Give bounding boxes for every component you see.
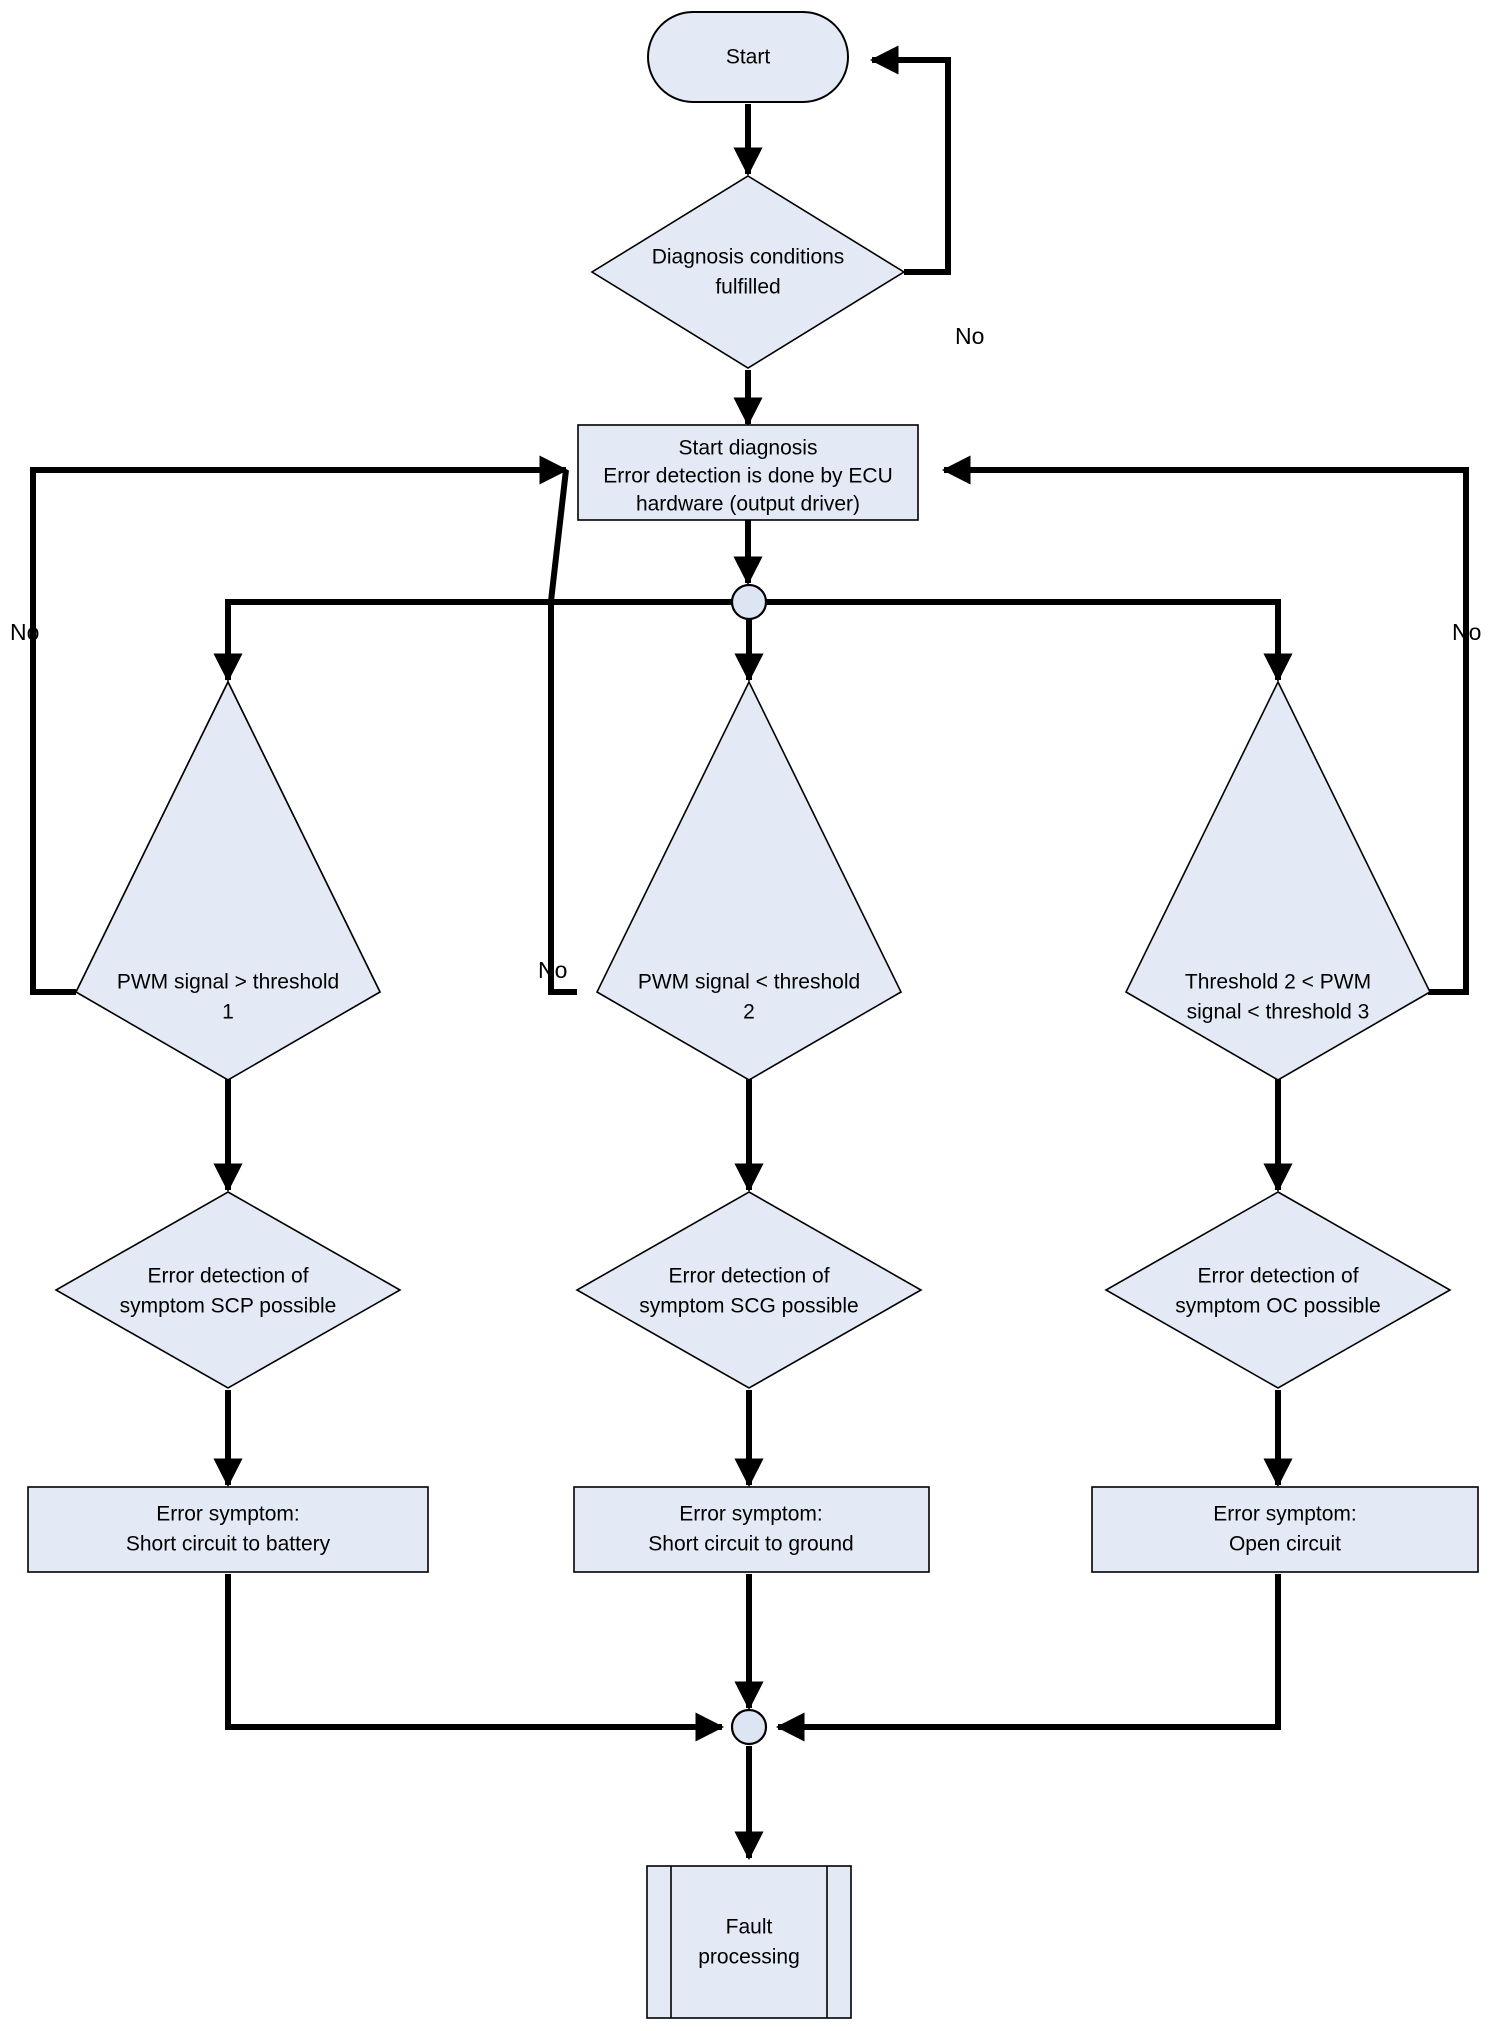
node-symptom-oc-line2: Open circuit [1229, 1533, 1341, 1556]
node-fault-processing[interactable]: Fault processing [646, 1865, 852, 2019]
node-decision-scp-line2: 1 [222, 1001, 234, 1024]
node-detect-scp[interactable]: Error detection of symptom SCP possible [54, 1191, 402, 1389]
edge-label-no-middle: No [538, 957, 567, 983]
edge-symptom-oc-to-bottom-junction [775, 1574, 1281, 1742]
node-start-diagnosis-line3: hardware (output driver) [636, 493, 860, 516]
node-detect-scg-line1: Error detection of [668, 1265, 829, 1288]
edge-junction-to-decision-oc [749, 599, 1293, 683]
node-start[interactable]: Start [647, 11, 849, 103]
node-detect-scg[interactable]: Error detection of symptom SCG possible [575, 1191, 923, 1389]
node-symptom-oc-line1: Error symptom: [1213, 1503, 1357, 1526]
edge-decision-scp-no-loop [30, 455, 569, 995]
node-decision-scp-line1: PWM signal > threshold [117, 971, 339, 994]
node-detect-oc[interactable]: Error detection of symptom OC possible [1104, 1191, 1452, 1389]
node-junction-bottom [730, 1708, 768, 1746]
node-symptom-scg-line2: Short circuit to ground [648, 1533, 853, 1556]
node-fault-processing-line2: processing [698, 1946, 800, 1969]
node-diagnosis-conditions-line2: fulfilled [715, 276, 780, 299]
edge-decision-scg-no-loop [548, 469, 577, 995]
node-symptom-scp-line2: Short circuit to battery [126, 1533, 331, 1556]
node-decision-scp[interactable]: PWM signal > threshold 1 [74, 680, 382, 1081]
node-decision-oc-line2: signal < threshold 3 [1187, 1001, 1370, 1024]
edge-junction-to-decision-scp [213, 599, 749, 683]
node-decision-scg-line1: PWM signal < threshold [638, 971, 860, 994]
node-start-diagnosis[interactable]: Start diagnosis Error detection is done … [577, 424, 919, 521]
node-junction-top [730, 583, 768, 621]
edge-label-no-diagnosis-conditions: No [955, 323, 984, 349]
node-symptom-scg[interactable]: Error symptom: Short circuit to ground [573, 1486, 930, 1573]
node-detect-scg-line2: symptom SCG possible [639, 1295, 858, 1318]
edge-decision-oc-no-loop [941, 455, 1469, 995]
node-diagnosis-conditions[interactable]: Diagnosis conditions fulfilled [590, 175, 906, 369]
edge-diagnosis-conditions-no-loop [869, 45, 951, 275]
node-start-diagnosis-line2: Error detection is done by ECU [603, 465, 892, 488]
node-decision-scg-line2: 2 [743, 1001, 755, 1024]
node-symptom-scg-line1: Error symptom: [679, 1503, 823, 1526]
node-decision-oc[interactable]: Threshold 2 < PWM signal < threshold 3 [1124, 680, 1432, 1081]
node-detect-scp-line2: symptom SCP possible [120, 1295, 337, 1318]
node-detect-oc-line2: symptom OC possible [1175, 1295, 1380, 1318]
node-symptom-scp-line1: Error symptom: [156, 1503, 300, 1526]
node-detect-scp-line1: Error detection of [147, 1265, 308, 1288]
node-symptom-oc[interactable]: Error symptom: Open circuit [1091, 1486, 1479, 1573]
node-diagnosis-conditions-line1: Diagnosis conditions [652, 246, 845, 269]
node-start-diagnosis-line1: Start diagnosis [679, 437, 818, 460]
node-start-label: Start [726, 46, 771, 69]
node-decision-scg[interactable]: PWM signal < threshold 2 [595, 680, 903, 1081]
edge-symptom-scp-to-bottom-junction [225, 1574, 725, 1742]
edge-label-no-right: No [1452, 619, 1481, 645]
edge-label-no-left: No [10, 619, 39, 645]
node-decision-oc-line1: Threshold 2 < PWM [1185, 971, 1371, 994]
node-detect-oc-line1: Error detection of [1197, 1265, 1358, 1288]
node-fault-processing-line1: Fault [726, 1916, 773, 1939]
node-symptom-scp[interactable]: Error symptom: Short circuit to battery [27, 1486, 429, 1573]
